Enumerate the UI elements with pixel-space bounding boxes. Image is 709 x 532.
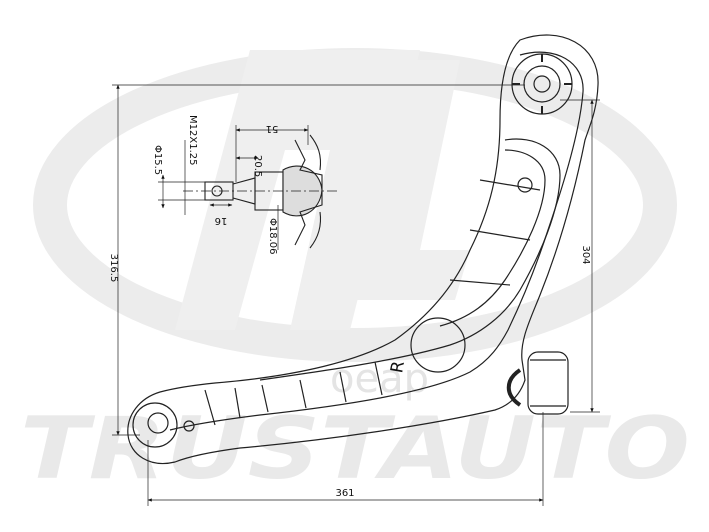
watermark-brand-text: TRUSTAUTO — [20, 399, 690, 499]
ball-joint-detail — [183, 134, 340, 249]
stud-diameter-label: Φ15.5 — [152, 145, 163, 175]
dimension-height-left: 316.5 — [108, 254, 119, 283]
stud-length-label: 16 — [215, 215, 228, 226]
dimension-width-bottom: 361 — [335, 488, 354, 499]
taper-length-label: 20.5 — [252, 155, 263, 177]
watermark-overlay-text: oeap — [330, 356, 429, 402]
dimension-height-right: 304 — [580, 245, 591, 264]
control-arm-body — [127, 34, 599, 464]
overall-length-label: 51 — [266, 123, 279, 134]
thread-label: M12X1.25 — [187, 115, 198, 165]
dimension-lines — [112, 84, 600, 506]
watermark-logo — [33, 48, 677, 362]
part-side-label: R — [387, 359, 409, 374]
housing-diameter-label: Φ18.06 — [267, 218, 278, 255]
